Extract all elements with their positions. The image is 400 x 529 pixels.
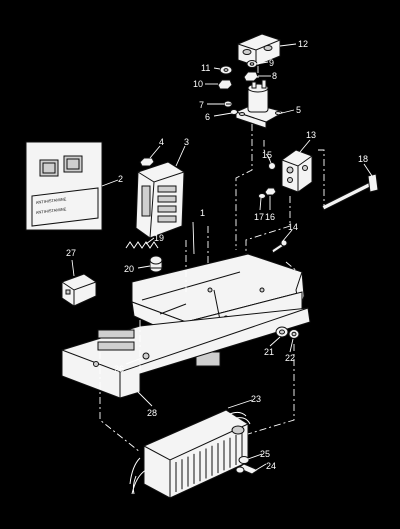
part-11-washer — [219, 65, 233, 75]
callout-24: 24 — [266, 461, 276, 471]
callout-19: 19 — [154, 233, 164, 243]
callout-17: 17 — [254, 212, 264, 222]
callout-8: 8 — [272, 71, 277, 81]
callout-4: 4 — [159, 137, 164, 147]
part-13-receptacle — [281, 149, 313, 193]
part-2-decal: ANTIHISTAMINE ANTIHISTAMINE — [25, 141, 103, 231]
part-20-spacer — [149, 255, 163, 273]
part-9-washer — [246, 60, 258, 68]
callout-27: 27 — [66, 248, 76, 258]
callout-18: 18 — [358, 154, 368, 164]
decal-text-2: ANTIHISTAMINE — [36, 206, 67, 215]
callout-28: 28 — [147, 408, 157, 418]
callout-11: 11 — [201, 63, 210, 73]
part-6-washer — [230, 109, 238, 115]
callout-16: 16 — [265, 212, 275, 222]
callout-2: 2 — [118, 174, 123, 184]
part-8-nut — [243, 71, 259, 82]
callout-13: 13 — [306, 130, 316, 140]
callout-25: 25 — [260, 449, 270, 459]
part-24-bolt — [235, 463, 260, 475]
part-25-washer — [238, 456, 250, 464]
leader-lines — [71, 43, 373, 471]
decal-text-1: ANTIHISTAMINE — [36, 196, 67, 205]
part-15-screw — [268, 162, 276, 170]
callout-22: 22 — [285, 353, 295, 363]
part-27-plug — [61, 273, 97, 307]
assembly-lines — [99, 66, 325, 453]
part-4-nut — [139, 157, 155, 167]
callout-15: 15 — [262, 150, 272, 160]
part-16-nut — [264, 187, 277, 196]
part-23-regulator — [129, 409, 251, 499]
part-3-terminal-board — [135, 161, 185, 239]
callout-14: 14 — [288, 222, 298, 232]
part-17-washer — [258, 193, 266, 199]
callout-21: 21 — [264, 347, 274, 357]
callout-26: 26 — [114, 364, 124, 374]
part-21-nut — [275, 326, 289, 338]
part-7-screw — [223, 100, 233, 108]
part-22-nut — [288, 329, 300, 339]
callout-3: 3 — [184, 137, 189, 147]
callout-labels: 1 2 3 4 5 6 7 8 9 10 11 12 13 14 15 16 1… — [66, 39, 368, 471]
part-10-nut — [217, 79, 233, 90]
callout-7: 7 — [199, 100, 204, 110]
callout-5: 5 — [296, 105, 301, 115]
part-18-bolt — [321, 173, 379, 211]
callout-6: 6 — [205, 112, 210, 122]
callout-9: 9 — [269, 58, 274, 68]
callout-12: 12 — [298, 39, 308, 49]
callout-20: 20 — [124, 264, 134, 274]
part-28-base-plate — [61, 307, 311, 399]
callout-1: 1 — [200, 208, 205, 218]
part-14-screw — [271, 239, 288, 254]
callout-23: 23 — [251, 394, 261, 404]
part-5-solenoid — [234, 79, 286, 129]
callout-10: 10 — [193, 79, 203, 89]
part-19-spring — [125, 241, 159, 249]
